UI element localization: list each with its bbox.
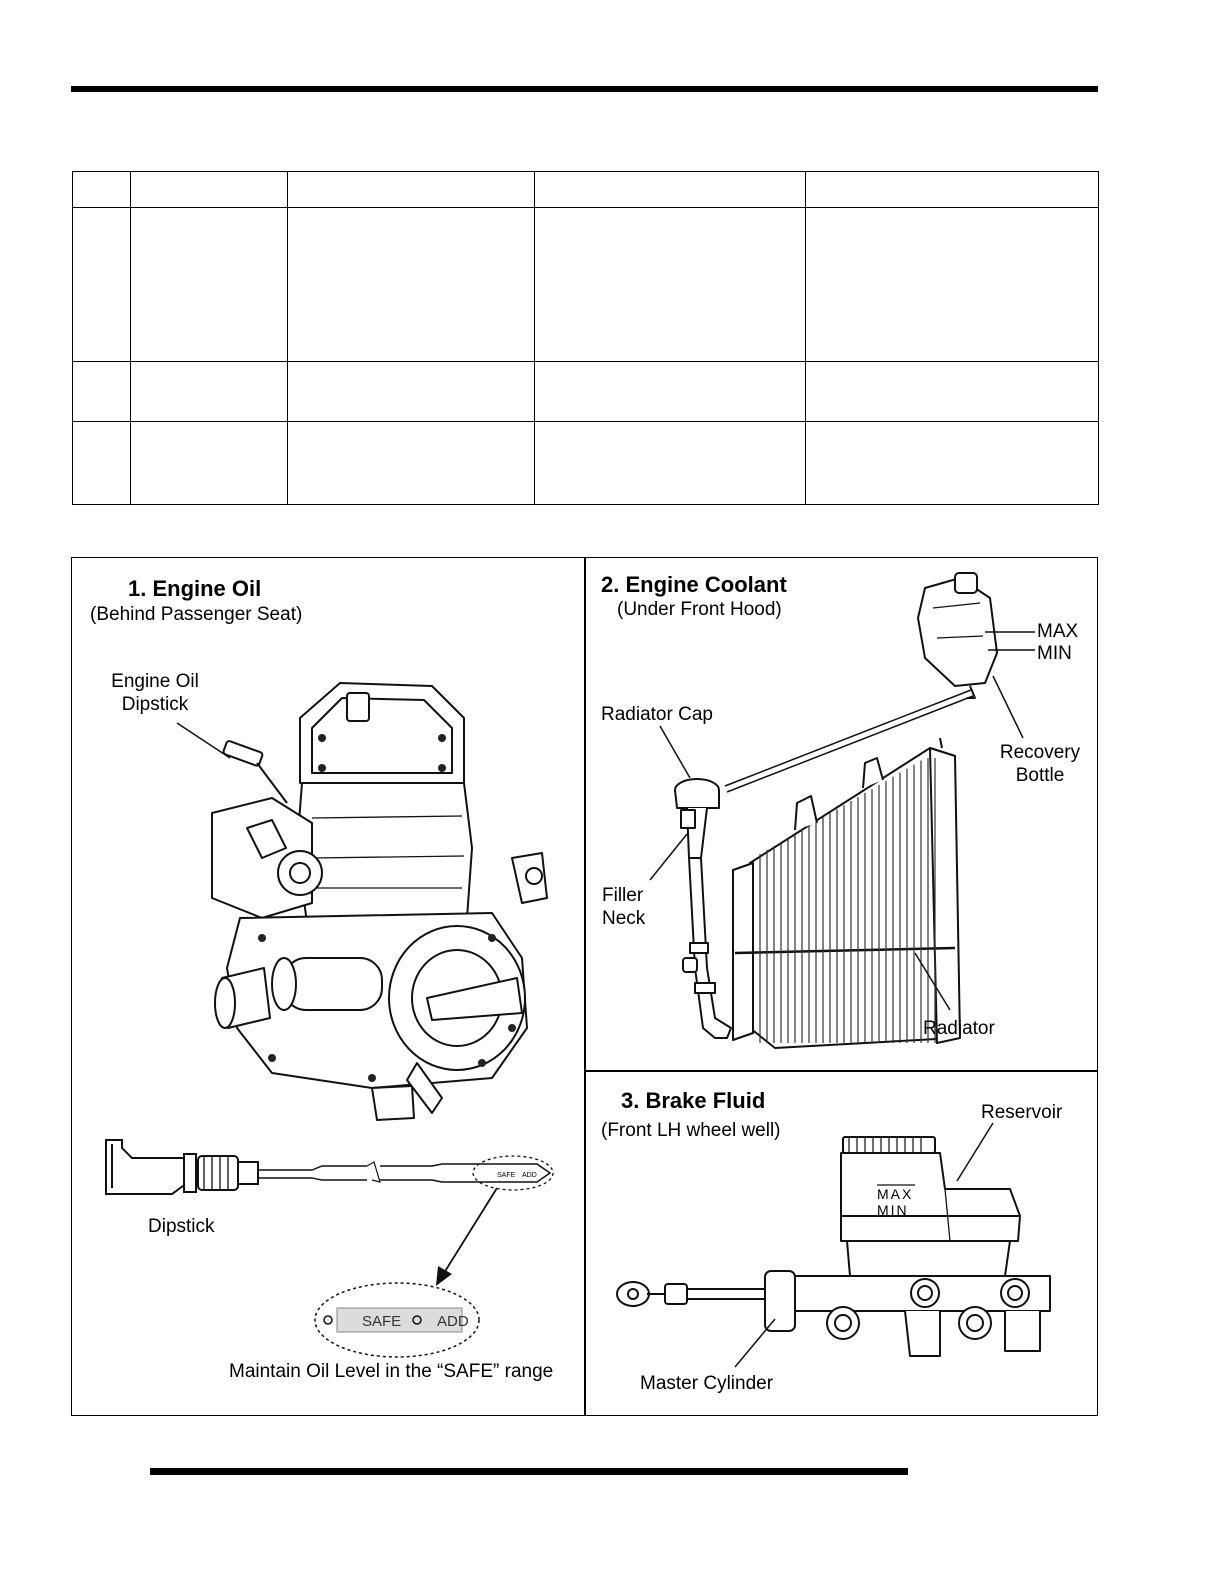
table-cell [130,421,288,505]
table-header-cell [72,171,131,208]
table-cell [534,421,806,505]
table-cell [534,361,806,422]
table-cell [805,207,1099,362]
table-cell [287,361,535,422]
master-cylinder-label: Master Cylinder [640,1373,774,1394]
engine-coolant-title: 2. Engine Coolant [601,572,787,597]
table-cell [72,207,131,362]
engine-oil-panel: SAFE ADD SAFE ADD 1. Engine Oil (Behind … [71,557,586,1416]
engine-oil-dipstick-callout: Engine Oil Dipstick [111,671,199,715]
table-cell [805,361,1099,422]
engine-coolant-location: (Under Front Hood) [617,599,782,620]
table-cell [130,361,288,422]
reservoir-label: Reservoir [981,1102,1063,1123]
table-cell [72,361,131,422]
table-row [72,421,1099,505]
table-cell [287,421,535,505]
table-row [72,207,1099,362]
maintenance-table [72,171,1099,505]
small-safe-mark: SAFE [497,1172,516,1179]
dipstick-label: Dipstick [148,1216,215,1237]
table-cell [130,207,288,362]
reservoir-min-mark: MIN [877,1202,909,1218]
reservoir-max-mark: MAX [877,1186,913,1202]
safe-mark: SAFE [362,1313,401,1330]
table-cell [805,421,1099,505]
table-cell [287,207,535,362]
table-cell [534,207,806,362]
table-row [72,361,1099,422]
table-cell [72,421,131,505]
brake-fluid-title: 3. Brake Fluid [621,1088,766,1113]
header-rule [71,86,1098,92]
table-header-row [72,171,1099,208]
filler-neck-label: Filler Neck [602,885,646,929]
brake-fluid-panel: MAX MIN 3. Brake Fluid (Front LH wheel w… [584,1070,1098,1416]
radiator-illustration [649,572,1035,1049]
add-mark: ADD [437,1313,469,1330]
master-cylinder-illustration: MAX MIN [616,1122,1051,1368]
footer-rule [150,1468,908,1475]
table-header-cell [287,171,535,208]
recovery-bottle-label: Recovery Bottle [999,742,1081,786]
radiator-cap-label: Radiator Cap [601,704,713,725]
brake-fluid-location: (Front LH wheel well) [601,1120,781,1141]
radiator-label: Radiator [923,1018,995,1039]
engine-coolant-panel: 2. Engine Coolant (Under Front Hood) MAX… [584,557,1098,1072]
max-label: MAX [1037,621,1079,642]
engine-oil-title: 1. Engine Oil [128,576,262,601]
table-header-cell [534,171,806,208]
table-header-cell [130,171,288,208]
engine-illustration: SAFE ADD SAFE ADD [105,682,554,1358]
small-add-mark: ADD [522,1172,537,1179]
engine-oil-location: (Behind Passenger Seat) [90,604,303,625]
table-header-cell [805,171,1099,208]
oil-level-instruction: Maintain Oil Level in the “SAFE” range [229,1361,554,1382]
min-label: MIN [1037,643,1072,664]
